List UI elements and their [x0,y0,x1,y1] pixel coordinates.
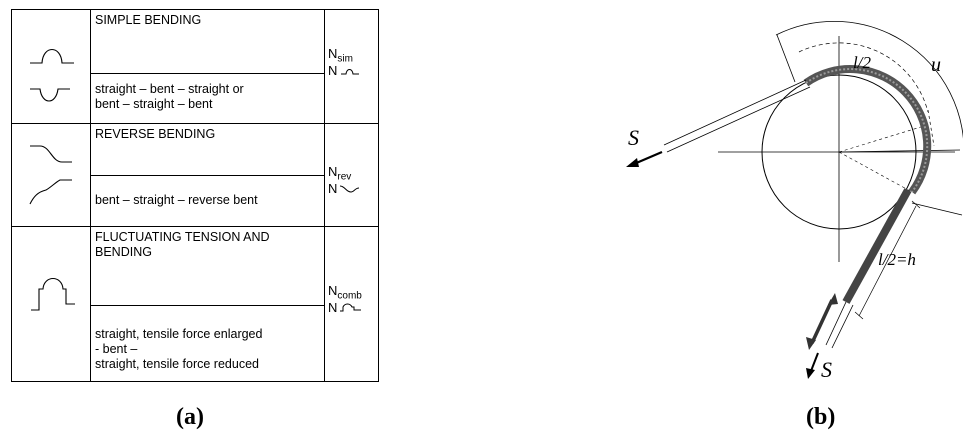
dimension-line-h [858,205,917,317]
force-arrow-bottom-shaft [810,352,819,372]
oscillation-arrow-shaft [810,299,834,344]
simple-bending-icon [30,48,74,102]
radius-line [838,151,913,193]
simple-bending-mini-icon [341,69,359,75]
cycle-symbol-alt: N [328,63,338,78]
rope-straight-top-edge [666,86,811,153]
angle-boundary-line [911,202,963,216]
straight-half-label: l/2=h [878,250,916,269]
bending-sequence: straight – bent – straight or bent – str… [95,82,244,111]
description-cell: REVERSE BENDING bent – straight – revers… [91,124,325,226]
bending-type-title: FLUCTUATING TENSION AND BENDING [95,230,270,259]
icon-cell [12,124,91,226]
symbol-cell: Ncomb N [325,227,378,381]
reverse-bending-mini-icon [339,185,360,193]
rope-straight-top-edge [663,79,807,146]
force-arrow-top-head [626,158,639,167]
oscillation-arrow-head-up [828,293,838,305]
table-row: FLUCTUATING TENSION AND BENDING straight… [12,227,378,381]
bending-sequence: bent – straight – reverse bent [95,193,258,207]
panel-label-a: (a) [176,404,204,430]
rope-bending-diagram: S S l/2 u l/2=h [626,20,963,382]
icon-cell [12,227,91,381]
sheave-circle [761,74,917,230]
description-cell: FLUCTUATING TENSION AND BENDING straight… [91,227,325,381]
cycle-symbol: Nrev [328,164,352,183]
reverse-bending-icon [29,145,72,205]
table-row: SIMPLE BENDING straight – bent – straigh… [12,10,378,124]
icon-cell [12,10,91,123]
arc-half-label: l/2 [853,53,871,72]
symbol-cell: Nrev N [325,124,378,226]
description-cell: SIMPLE BENDING straight – bent – straigh… [91,10,325,123]
bending-sequence: straight, tensile force enlarged - bent … [95,327,263,371]
dimension-tick [927,109,935,147]
angle-arc-u [775,20,963,140]
fluctuating-tension-icon [31,277,75,311]
force-label-bottom: S [821,357,832,382]
dimension-tick [911,200,921,209]
force-arrow-bottom-head [806,368,815,379]
rope-straight-bottom-dark [842,188,912,304]
cycle-symbol: Nsim [328,46,353,65]
table-row: REVERSE BENDING bent – straight – revers… [12,124,378,227]
radius-line [838,125,925,153]
panel-label-b: (b) [806,404,836,430]
cycle-symbol: Ncomb [328,283,362,302]
angle-boundary-line [776,34,796,83]
cycle-symbol-alt: N [328,300,338,315]
half-arc-dimension [798,42,929,113]
oscillation-arrow-head-down [806,337,816,350]
bending-type-title: REVERSE BENDING [95,127,216,141]
arc-u-label: u [931,54,941,76]
bending-types-table: SIMPLE BENDING straight – bent – straigh… [11,9,379,382]
force-arrow-top-shaft [633,150,663,166]
cycle-symbol-alt: N [328,181,338,196]
dimension-tick [854,311,864,320]
symbol-cell: Nsim N [325,10,378,123]
fluctuating-tension-mini-icon [340,303,361,312]
rope-straight-bottom-edge [831,304,854,349]
bending-type-title: SIMPLE BENDING [95,13,202,27]
force-label-top: S [628,125,639,150]
rope-straight-bottom-edge [825,301,847,346]
rope-hatching [805,68,929,193]
